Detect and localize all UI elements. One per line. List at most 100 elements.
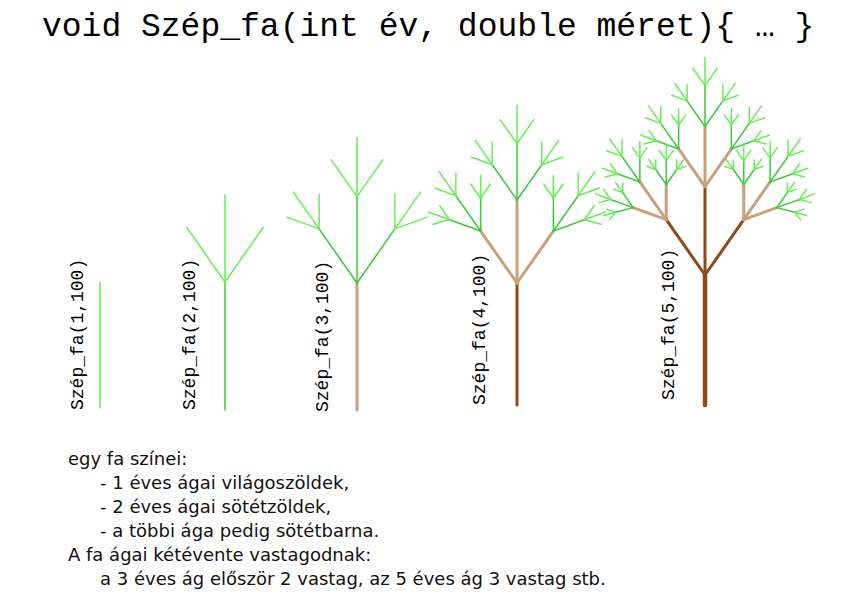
tree-branch xyxy=(633,208,666,220)
tree-branch xyxy=(665,161,667,185)
tree-branch xyxy=(744,150,751,160)
tree-branch xyxy=(599,199,611,202)
tree-label: Szép_fa(1,100) xyxy=(68,259,89,410)
tree-branch xyxy=(607,209,616,212)
note-line: egy fa színei: xyxy=(68,448,187,470)
tree-branch xyxy=(318,195,320,229)
tree-branch xyxy=(794,212,800,219)
tree-label: Szép_fa(3,100) xyxy=(313,261,334,412)
tree-branch xyxy=(577,173,579,195)
tree-branch xyxy=(742,184,745,219)
tree-branch xyxy=(357,160,383,197)
tree-branch xyxy=(769,142,771,158)
tree-branch xyxy=(777,208,795,213)
tree-branch xyxy=(656,170,666,185)
tree-branch xyxy=(676,160,678,170)
tree-branch xyxy=(584,220,601,224)
tree-label: Szép_fa(4,100) xyxy=(470,254,491,405)
tree-branch xyxy=(293,192,319,229)
tree-branch xyxy=(659,150,666,160)
tree-branch xyxy=(517,231,553,283)
tree-branch xyxy=(723,95,738,101)
tree-branch xyxy=(665,184,668,219)
tree-branch xyxy=(516,105,518,143)
tree-label: Szép_fa(2,100) xyxy=(180,259,201,410)
tree-branch xyxy=(394,195,396,229)
tree-branch xyxy=(542,157,563,165)
note-line: - 2 éves ágai sötétzöldek, xyxy=(100,496,331,518)
tree-branch xyxy=(450,220,481,231)
note-line: a 3 éves ág először 2 vastag, az 5 éves … xyxy=(100,568,606,590)
tree-branch xyxy=(770,148,777,158)
tree-branch xyxy=(616,208,634,213)
tree-branch xyxy=(357,229,395,283)
tree-branch xyxy=(672,95,687,101)
tree-branch xyxy=(553,176,555,198)
tree-branch xyxy=(666,170,676,185)
tree-branch xyxy=(435,188,456,196)
tree-branch xyxy=(660,107,662,123)
tree-branch xyxy=(471,184,481,198)
tree-branch xyxy=(492,165,517,200)
tree-branch xyxy=(787,183,789,193)
note-line: A fa ágai kétévente vastagodnak: xyxy=(68,544,371,566)
tree-branch xyxy=(287,217,319,229)
code-title: void Szép_fa(int év, double méret){ … } xyxy=(42,8,814,48)
tree-branch xyxy=(799,199,811,202)
tree-branch xyxy=(584,206,594,220)
tree-branch xyxy=(704,187,707,275)
tree-branch xyxy=(705,101,723,127)
tree-branch xyxy=(455,173,457,195)
tree-branch xyxy=(793,164,800,174)
tree-branch xyxy=(645,118,660,124)
tree-branch xyxy=(749,107,751,123)
tree-branch xyxy=(788,151,803,157)
tree-branch xyxy=(356,197,358,283)
note-line: - 1 éves ágai világoszöldek, xyxy=(100,472,349,494)
tree-branch xyxy=(799,189,806,199)
tree-branch xyxy=(743,161,745,185)
tree-branch xyxy=(733,160,735,170)
tree-branch xyxy=(693,68,705,85)
tree-branch xyxy=(737,150,744,160)
tree-branch xyxy=(793,174,805,177)
tree-branch xyxy=(356,138,358,197)
tree-branch xyxy=(224,282,226,410)
tree-branch xyxy=(395,192,421,229)
tree-branch xyxy=(623,193,633,208)
tree-branch xyxy=(605,174,617,177)
tree-branch xyxy=(763,148,770,158)
note-line: - a többi ága pedig sötétbarna. xyxy=(100,520,379,542)
tree-branch xyxy=(331,160,357,197)
tree-branch xyxy=(644,141,656,144)
tree-branch xyxy=(794,209,803,212)
tree-branch xyxy=(770,174,792,182)
tree-branch xyxy=(704,86,706,127)
tree-branch xyxy=(225,227,263,282)
tree-branch xyxy=(731,115,738,125)
tree-branch xyxy=(649,131,656,141)
tree-branch xyxy=(517,120,534,144)
tree-branch xyxy=(541,142,543,164)
tree-branch xyxy=(722,85,724,101)
tree-branch xyxy=(492,142,494,164)
tree-branch xyxy=(704,126,707,186)
tree-branch xyxy=(655,160,657,170)
tree-branch xyxy=(731,109,733,125)
tree-branch xyxy=(647,166,656,169)
tree-branch xyxy=(744,170,754,185)
tree-branch xyxy=(639,158,641,182)
tree-branch xyxy=(553,184,563,198)
tree-branch xyxy=(471,157,492,165)
tree-branch xyxy=(754,160,756,170)
tree-branch xyxy=(678,109,680,125)
tree-branch xyxy=(610,164,617,174)
tree-branch xyxy=(665,144,667,160)
tree-branch xyxy=(604,189,611,199)
tree-branch xyxy=(617,174,639,182)
tree-branch xyxy=(705,68,717,85)
tree-branch xyxy=(704,58,706,86)
tree-branch xyxy=(224,195,226,282)
tree-branch xyxy=(516,200,519,283)
tree-branch xyxy=(743,144,745,160)
